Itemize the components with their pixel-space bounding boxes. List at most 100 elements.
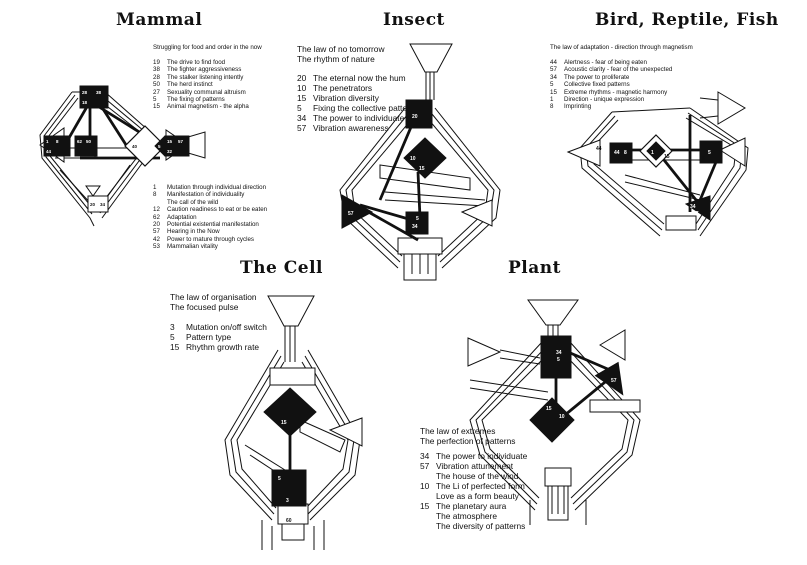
plant-center-spleen <box>594 361 624 396</box>
title-mammal: Mammal <box>116 10 203 30</box>
bird-header-block: The law of adaptation - direction throug… <box>550 44 693 51</box>
gate-label: 15 <box>664 154 670 160</box>
gate-label: 1 <box>46 139 49 144</box>
plant-gate-labels: 34 5 57 15 10 <box>546 350 617 420</box>
title-bird-reptile-fish: Bird, Reptile, Fish <box>595 10 779 30</box>
insect-active-channels <box>359 119 422 242</box>
gate-label: 15 <box>546 406 552 412</box>
gate-label: 44 <box>596 146 602 152</box>
insect-header-2: The rhythm of nature <box>297 54 375 64</box>
cell-header-1: The law of organisation <box>170 292 257 302</box>
gate-label: 3 <box>286 498 289 504</box>
bird-center-g-core <box>646 141 666 161</box>
gate-label: 5 <box>158 144 161 149</box>
insect-header-1: The law of no tomorrow <box>297 44 385 54</box>
gate-label: 32 <box>167 149 173 154</box>
mammal-gate-labels-dark: 40 20 34 <box>90 144 138 207</box>
insect-gate-labels: 20 10 15 57 5 34 <box>348 114 425 230</box>
mammal-center-left <box>43 135 71 157</box>
list-item: The diversity of patterns <box>436 521 526 531</box>
gate-label: 57 <box>178 139 184 144</box>
gate-label: 60 <box>286 518 292 524</box>
cell-outline <box>224 295 363 550</box>
bird-gate-labels: 44 8 1 5 34 57 <box>614 150 711 217</box>
plant-active-channels <box>554 350 611 417</box>
gate-label: 18 <box>82 100 88 105</box>
list-item: Love as a form beauty <box>436 491 519 501</box>
gate-label: 57 <box>693 211 699 217</box>
gate-label: 20 <box>90 202 96 207</box>
insect-center-throat <box>405 99 433 129</box>
gate-label: 5 <box>416 216 419 222</box>
mammal-header-block: Struggling for food and order in the now <box>153 44 262 51</box>
mammal-center-g <box>124 125 166 167</box>
gate-label: 38 <box>96 90 102 95</box>
mammal-center-base <box>87 195 109 213</box>
mammal-center-top <box>79 85 109 109</box>
insect-outline <box>339 43 501 281</box>
insect-header-block: The law of no tomorrow The rhythm of nat… <box>297 44 385 64</box>
gate-label: 57 <box>611 378 617 384</box>
insect-center-sacral <box>405 211 429 235</box>
gate-label: 8 <box>56 139 59 144</box>
plant-header-block: The law of extremes The perfection of pa… <box>420 426 515 446</box>
cell-center-g <box>263 387 317 437</box>
cell-gate-labels: 15 5 3 <box>278 420 289 504</box>
gate-label: 15 <box>281 420 287 426</box>
gate-label: 20 <box>412 114 418 120</box>
list-item: The house of the wind <box>436 471 519 481</box>
gate-label: 1 <box>651 150 654 156</box>
mammal-center-mid <box>74 135 98 157</box>
gate-label: 8 <box>624 150 627 156</box>
gate-label: 5 <box>708 150 711 156</box>
gate-label: 50 <box>86 139 92 144</box>
bird-center-left <box>609 142 633 164</box>
cell-gate-labels-dark: 60 <box>286 518 292 524</box>
gate-label: 44 <box>614 150 620 156</box>
mammal-root-marker <box>85 185 101 197</box>
plant-header-2: The perfection of patterns <box>420 436 516 446</box>
gate-label: 62 <box>77 139 83 144</box>
plant-header-1: The law of extremes <box>420 426 496 436</box>
gate-label: 34 <box>100 202 106 207</box>
plant-center-g <box>529 397 575 443</box>
gate-label: 34 <box>556 350 562 356</box>
insect-center-spleen <box>341 194 374 229</box>
cell-center-sacral <box>271 469 307 507</box>
gate-label: 5 <box>557 357 560 363</box>
gate-label: 28 <box>82 90 88 95</box>
gate-label: 40 <box>132 144 138 149</box>
insect-center-g <box>403 137 447 179</box>
bird-outline <box>566 91 749 237</box>
plant-center-sacral <box>540 335 572 379</box>
